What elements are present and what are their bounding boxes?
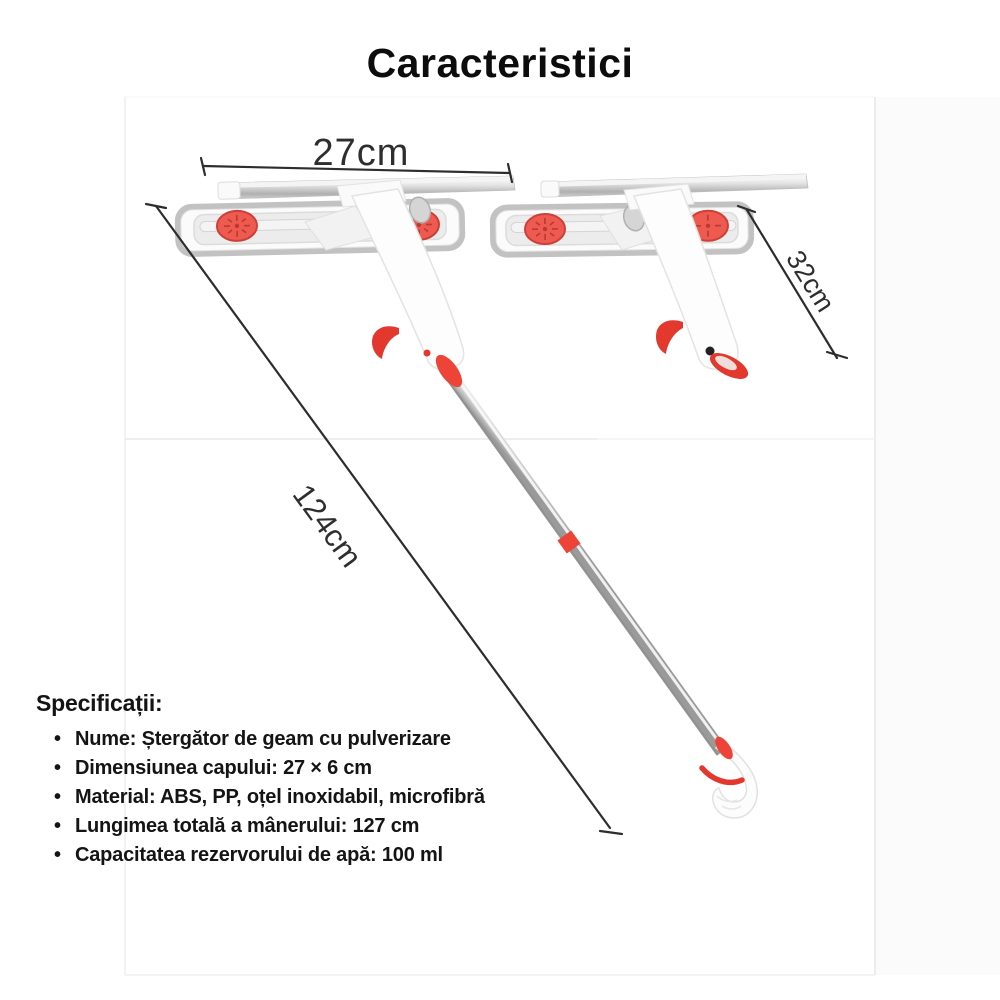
bullet-icon: • — [54, 728, 61, 750]
spec-item-text: Material: ABS, PP, oțel inoxidabil, micr… — [75, 786, 485, 808]
page-title: Caracteristici — [366, 40, 634, 86]
hook-handle — [699, 736, 758, 819]
spec-item-material: • Material: ABS, PP, oțel inoxidabil, mi… — [36, 783, 487, 812]
spec-item-text: Lungimea totală a mânerului: 127 cm — [75, 815, 420, 837]
hook-ring-icon — [715, 736, 733, 760]
spec-item-handle-length: • Lungimea totală a mânerului: 127 cm — [36, 812, 487, 841]
pad-release-button-icon — [523, 213, 566, 246]
bullet-icon: • — [54, 815, 61, 837]
bullet-icon: • — [54, 786, 61, 808]
dimension-line-pole-length — [144, 202, 624, 836]
photo-frame-lines — [124, 96, 1000, 976]
pad-release-button-icon — [215, 209, 258, 242]
bullet-icon: • — [54, 844, 61, 866]
dimension-label-head-width: 27cm — [312, 132, 410, 174]
specifications-list: • Nume: Ștergător de geam cu pulverizare… — [36, 725, 487, 870]
specifications-heading: Specificații: — [36, 690, 163, 716]
spec-item-text: Dimensiunea capului: 27 × 6 cm — [75, 757, 372, 779]
spray-body-left — [304, 179, 465, 371]
telescopic-pole — [435, 354, 728, 756]
spray-trigger-icon — [372, 326, 399, 359]
spec-item-tank-capacity: • Capacitatea rezervorului de apă: 100 m… — [36, 841, 487, 870]
dimension-line-handle-length — [736, 204, 849, 360]
spec-item-text: Nume: Ștergător de geam cu pulverizare — [75, 728, 451, 750]
bullet-icon: • — [54, 757, 61, 779]
spec-item-text: Capacitatea rezervorului de apă: 100 ml — [75, 844, 443, 866]
spray-trigger-icon — [656, 320, 683, 354]
specifications-block: Specificații: • Nume: Ștergător de geam … — [36, 690, 487, 870]
lock-dot-icon — [423, 349, 431, 357]
dimension-line-head-width — [199, 156, 514, 184]
spec-item-name: • Nume: Ștergător de geam cu pulverizare — [36, 725, 487, 754]
spray-body-right — [599, 183, 749, 379]
pole-joint-band-icon — [557, 530, 581, 554]
pole-collar-icon — [435, 354, 463, 388]
nozzle-hole-icon — [705, 346, 715, 356]
hook-strap-icon — [699, 765, 745, 786]
spec-item-head-size: • Dimensiunea capului: 27 × 6 cm — [36, 754, 487, 783]
